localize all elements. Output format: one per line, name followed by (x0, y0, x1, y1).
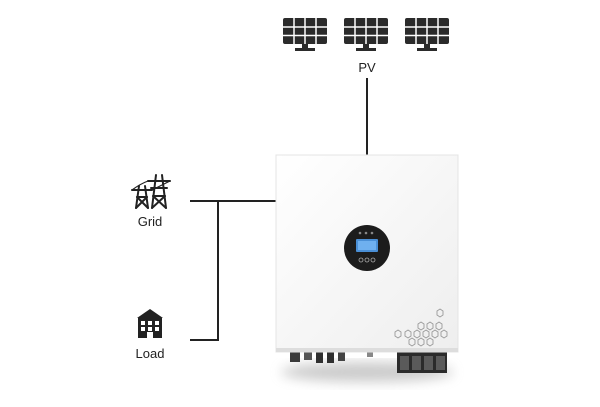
lcd-display-icon (344, 225, 390, 271)
solar-panel-icon (282, 17, 450, 52)
inverter-icon (275, 154, 459, 382)
bottom-connectors (290, 351, 447, 373)
connection-lines (190, 78, 368, 341)
grid-label: Grid (137, 214, 163, 229)
hexagon-logo (394, 308, 448, 347)
load-label: Load (135, 346, 165, 361)
load-line (190, 201, 219, 341)
power-tower-icon (131, 174, 171, 209)
pv-label: PV (358, 60, 376, 75)
building-icon (137, 309, 163, 338)
